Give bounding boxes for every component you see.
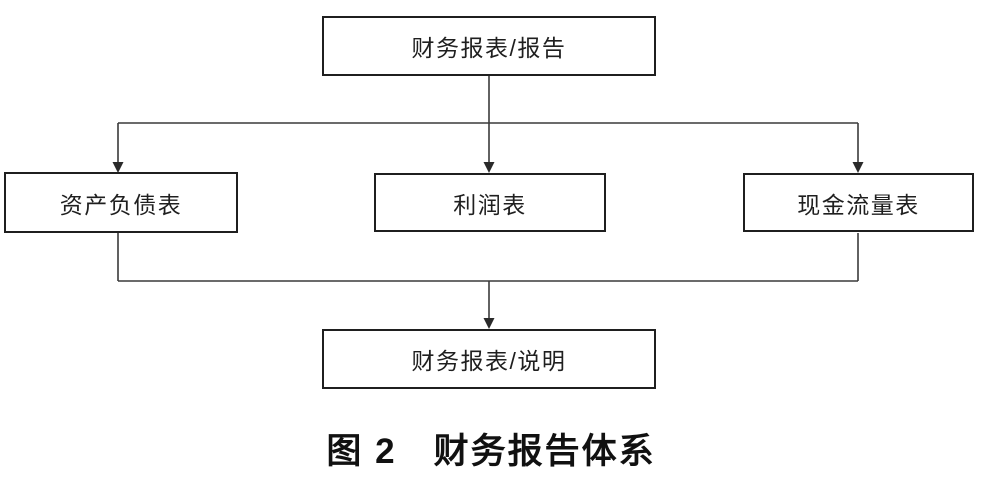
arrow-down-icon <box>852 162 864 173</box>
node-financial-statements-report: 财务报表/报告 <box>322 16 656 76</box>
node-income-statement: 利润表 <box>374 173 606 232</box>
node-label: 现金流量表 <box>797 191 920 218</box>
node-financial-statements-notes: 财务报表/说明 <box>322 329 656 389</box>
node-label: 财务报表/报告 <box>411 35 567 61</box>
node-label: 资产负债表 <box>59 191 183 218</box>
arrow-down-icon <box>483 318 495 329</box>
node-label: 利润表 <box>453 191 527 218</box>
arrow-down-icon <box>483 162 495 173</box>
node-cash-flow-statement: 现金流量表 <box>743 173 974 232</box>
figure-caption: 图 2 财务报告体系 <box>326 432 656 471</box>
arrow-down-icon <box>112 162 124 173</box>
node-balance-sheet: 资产负债表 <box>4 172 238 233</box>
node-label: 财务报表/说明 <box>411 348 567 374</box>
